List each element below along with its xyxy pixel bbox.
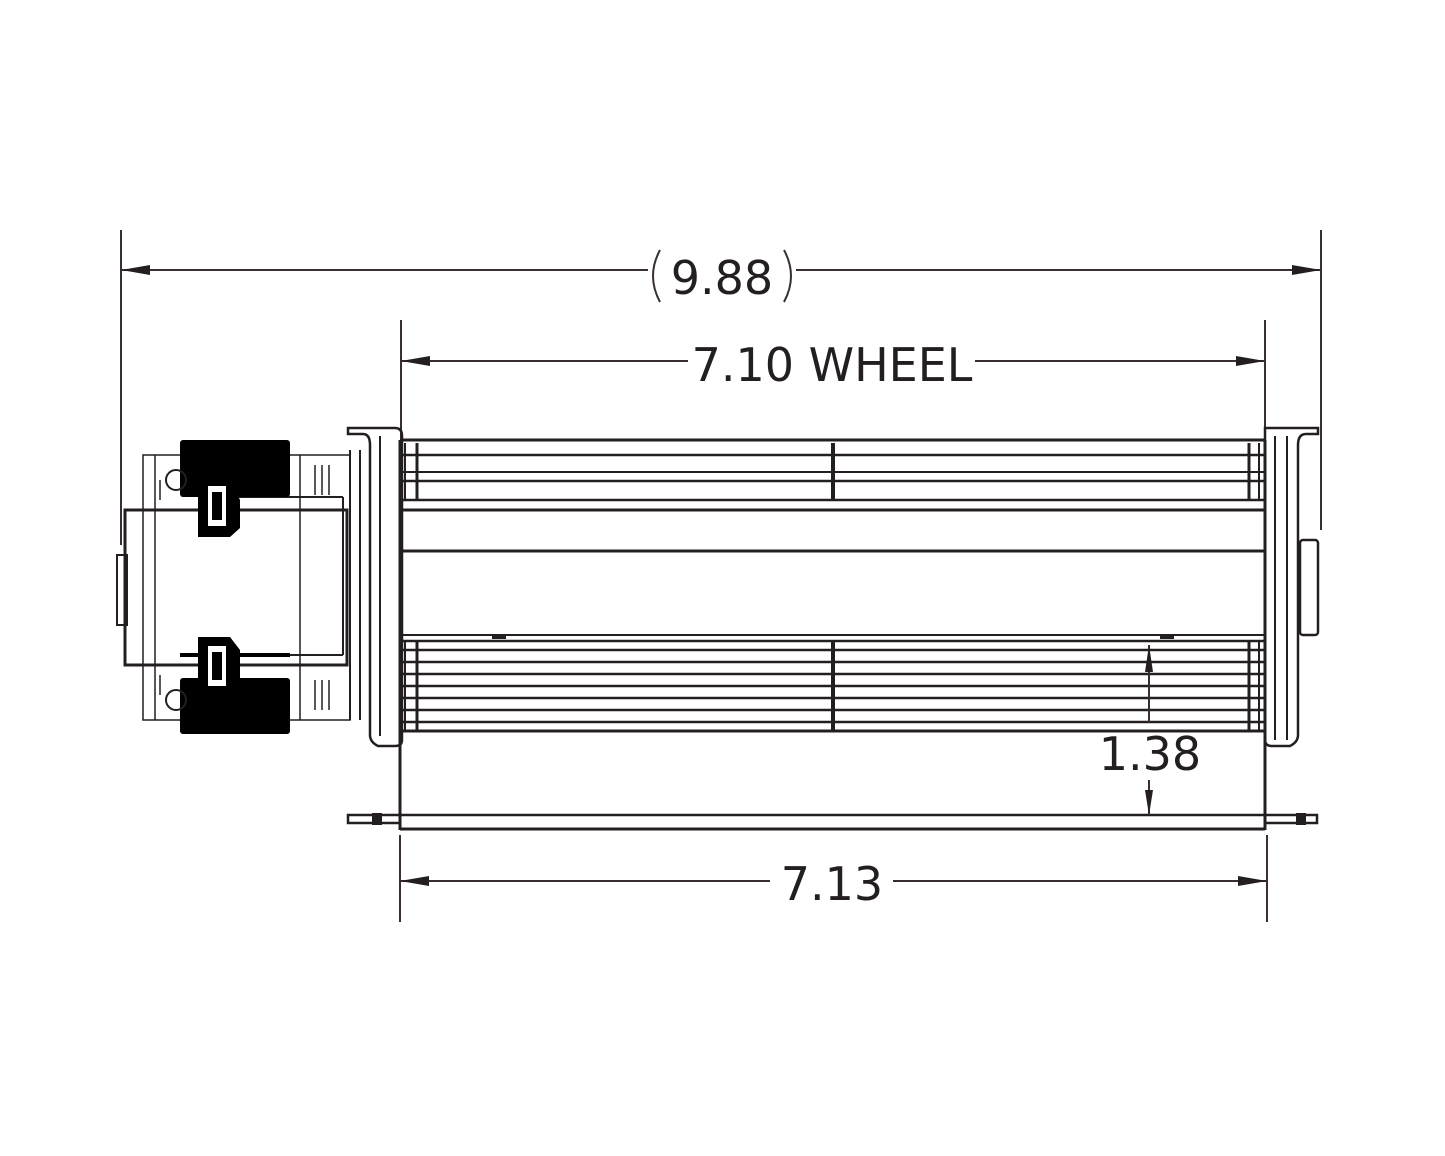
terminal-clip-bottom (198, 637, 240, 696)
right-bearing-boss (1298, 538, 1320, 637)
wheel-dimension-label: 7.10 WHEEL (692, 338, 973, 392)
wheel-dimension: 7.10 WHEEL (400, 320, 1266, 440)
overall-paren-open (652, 249, 661, 303)
wheel-tab (492, 634, 506, 639)
outlet-arrow-up (1145, 645, 1153, 672)
left-flange-bolt (372, 813, 382, 825)
housing-dimension: 7.13 (399, 835, 1268, 922)
housing-dimension-label: 7.13 (781, 857, 883, 911)
housing-arrow-left (400, 876, 429, 886)
wheel-upper (400, 443, 1265, 502)
wheel-tab (1160, 634, 1174, 639)
overall-arrow-right (1292, 265, 1321, 275)
motor-body (123, 508, 349, 667)
wheel-lower (400, 634, 1265, 733)
blower-housing (346, 438, 1319, 831)
right-end-plate (1263, 426, 1320, 748)
motor-hub-detail (165, 689, 187, 711)
overall-dimension-label: 9.88 (671, 251, 773, 305)
left-end-plate (346, 426, 404, 748)
right-mounting-flange (1263, 813, 1319, 825)
outlet-height-dimension: 1.38 (1099, 645, 1201, 815)
wheel-arrow-left (401, 356, 430, 366)
terminal-clip-top (198, 480, 240, 537)
motor-shaft-end (116, 554, 128, 626)
overall-dimension: 9.88 (120, 230, 1322, 545)
housing-arrow-right (1238, 876, 1267, 886)
overall-paren-close (783, 249, 792, 303)
motor-assembly (116, 440, 351, 734)
outlet-arrow-down (1145, 790, 1153, 815)
right-flange-bolt (1296, 813, 1306, 825)
motor-hub-detail (165, 469, 187, 491)
outlet-height-label: 1.38 (1099, 727, 1201, 781)
wheel-arrow-right (1236, 356, 1265, 366)
overall-arrow-left (121, 265, 150, 275)
motor-coil-top (180, 440, 290, 497)
